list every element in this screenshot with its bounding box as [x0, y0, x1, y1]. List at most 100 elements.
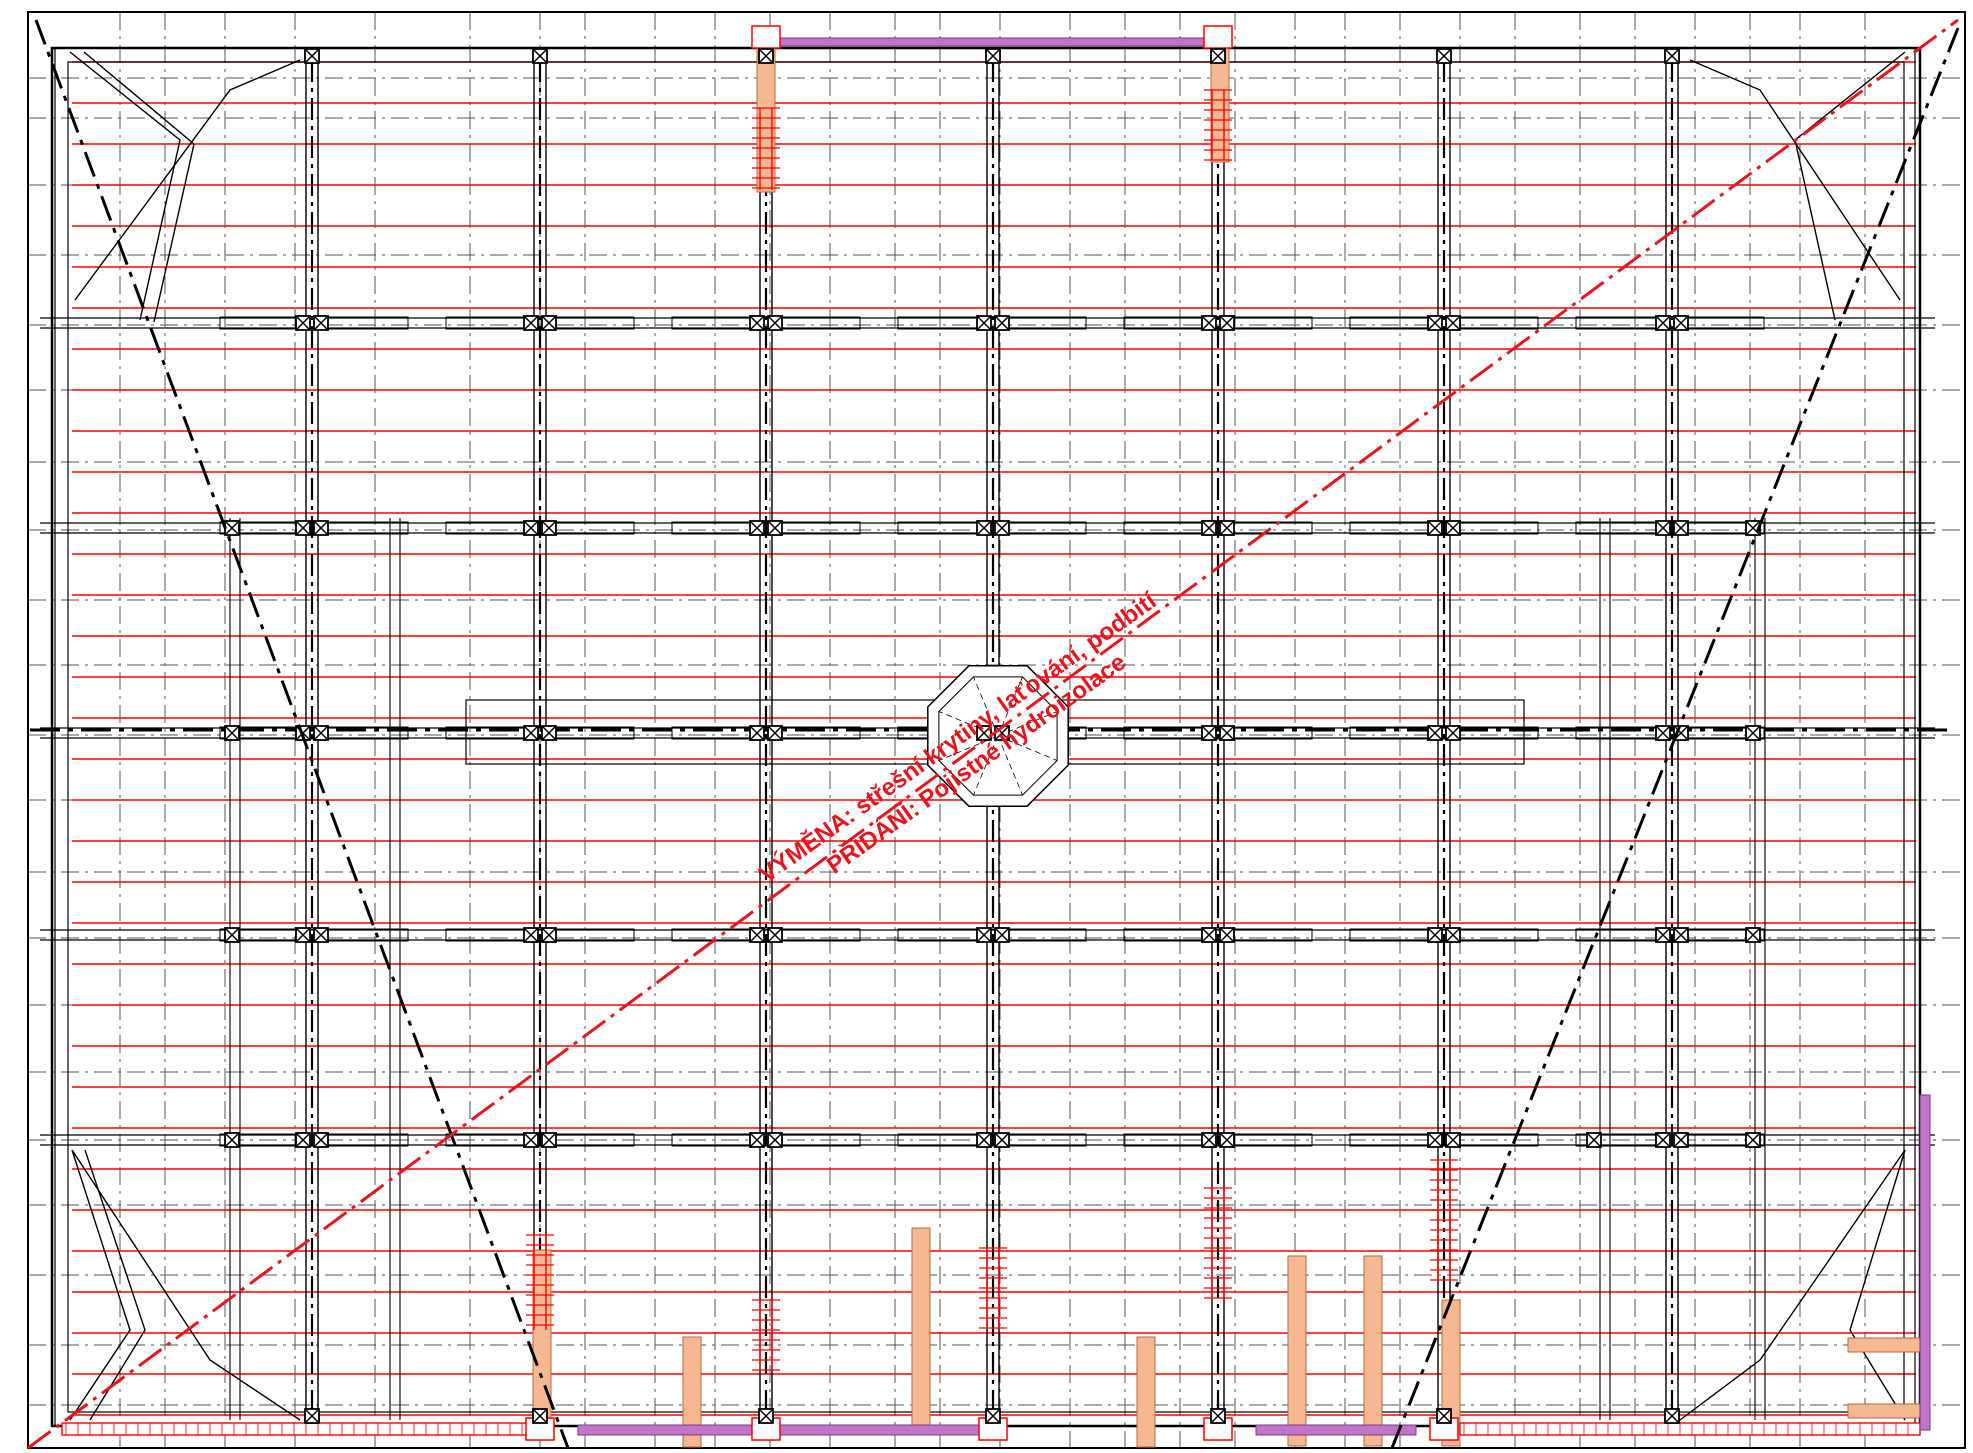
- node-cross: [1745, 927, 1761, 943]
- node-cross: [313, 315, 329, 331]
- node-cross: [313, 1132, 329, 1148]
- corner-truss-bottom-right: [1849, 1149, 1906, 1421]
- connection-node: [541, 315, 557, 331]
- node-cross: [541, 927, 557, 943]
- node-cross: [994, 315, 1010, 331]
- node-cross: [313, 520, 329, 536]
- node-cross: [1427, 315, 1443, 331]
- connection-node: [1673, 927, 1689, 943]
- connection-node: [295, 927, 311, 943]
- connection-node: [976, 315, 992, 331]
- node-cross: [1427, 520, 1443, 536]
- connection-node: [1436, 48, 1452, 64]
- connection-node: [313, 520, 329, 536]
- node-cross: [985, 1408, 1001, 1424]
- corner-truss-top-right: [1794, 51, 1906, 321]
- new-rafter-bottom: [532, 1249, 552, 1431]
- membrane-strip-bottom: [577, 1424, 989, 1436]
- connection-node: [1201, 1132, 1217, 1148]
- connection-node: [313, 927, 329, 943]
- connection-node: [1673, 315, 1689, 331]
- node-cross: [541, 1132, 557, 1148]
- connection-node: [1445, 1132, 1461, 1148]
- connection-node: [1655, 315, 1671, 331]
- node-cross: [1201, 1132, 1217, 1148]
- connection-node: [758, 1408, 774, 1424]
- node-cross: [1586, 1132, 1602, 1148]
- connection-node: [541, 1132, 557, 1148]
- connection-node: [313, 1132, 329, 1148]
- node-cross: [1664, 48, 1680, 64]
- hip-line-left: [34, 19, 570, 1449]
- connection-node: [1427, 520, 1443, 536]
- connection-node: [1655, 520, 1671, 536]
- connection-node: [295, 520, 311, 536]
- connection-node: [1745, 927, 1761, 943]
- corner-brace-top-right: [1689, 59, 1901, 301]
- connection-node: [994, 520, 1010, 536]
- connection-node: [1219, 927, 1235, 943]
- connection-node: [541, 725, 557, 741]
- node-cross: [758, 48, 774, 64]
- node-cross: [1436, 48, 1452, 64]
- connection-node: [1664, 1408, 1680, 1424]
- connection-node: [1745, 725, 1761, 741]
- node-cross: [295, 927, 311, 943]
- node-cross: [1219, 725, 1235, 741]
- connection-node: [767, 725, 783, 741]
- connection-node: [749, 520, 765, 536]
- node-cross: [767, 927, 783, 943]
- node-cross: [1445, 1132, 1461, 1148]
- node-cross: [523, 315, 539, 331]
- node-cross: [295, 315, 311, 331]
- connection-node: [1445, 927, 1461, 943]
- corner-truss-top-left-inner: [83, 51, 195, 323]
- node-cross: [1445, 315, 1461, 331]
- annotation-replacement: VÝMĚNA: střešní krytiny, laťování, podbi…: [754, 586, 1163, 889]
- node-cross: [976, 927, 992, 943]
- connection-node: [1427, 315, 1443, 331]
- membrane-strip-top: [779, 37, 1209, 47]
- connection-node: [1445, 520, 1461, 536]
- connection-node: [1201, 315, 1217, 331]
- connection-node: [1427, 1132, 1443, 1148]
- membrane-strip-bottom: [1255, 1424, 1417, 1436]
- node-cross: [1427, 1132, 1443, 1148]
- node-cross: [1427, 725, 1443, 741]
- node-cross: [767, 315, 783, 331]
- connection-node: [985, 48, 1001, 64]
- node-cross: [767, 725, 783, 741]
- corner-brace-bottom-left: [71, 1149, 301, 1421]
- node-cross: [1201, 315, 1217, 331]
- node-cross: [224, 725, 240, 741]
- connection-node: [749, 927, 765, 943]
- node-cross: [304, 48, 320, 64]
- connection-node: [994, 1132, 1010, 1148]
- connection-node: [749, 315, 765, 331]
- connection-node: [224, 725, 240, 741]
- new-stub: [682, 1336, 702, 1448]
- node-cross: [541, 725, 557, 741]
- connection-node: [313, 725, 329, 741]
- connection-node: [749, 1132, 765, 1148]
- node-cross: [767, 520, 783, 536]
- node-cross: [1745, 725, 1761, 741]
- node-cross: [523, 927, 539, 943]
- octagon-spoke: [973, 676, 999, 737]
- hip-line-right: [1390, 27, 1960, 1449]
- node-cross: [1445, 927, 1461, 943]
- node-cross: [1655, 520, 1671, 536]
- connection-node: [1427, 725, 1443, 741]
- connection-node: [523, 927, 539, 943]
- connection-node: [994, 927, 1010, 943]
- node-cross: [1219, 927, 1235, 943]
- connection-node: [767, 1132, 783, 1148]
- node-cross: [994, 1132, 1010, 1148]
- node-cross: [1201, 927, 1217, 943]
- connection-node: [758, 48, 774, 64]
- connection-node: [1210, 1408, 1226, 1424]
- connection-node: [532, 1408, 548, 1424]
- connection-node: [767, 520, 783, 536]
- connection-node: [541, 520, 557, 536]
- node-cross: [1427, 927, 1443, 943]
